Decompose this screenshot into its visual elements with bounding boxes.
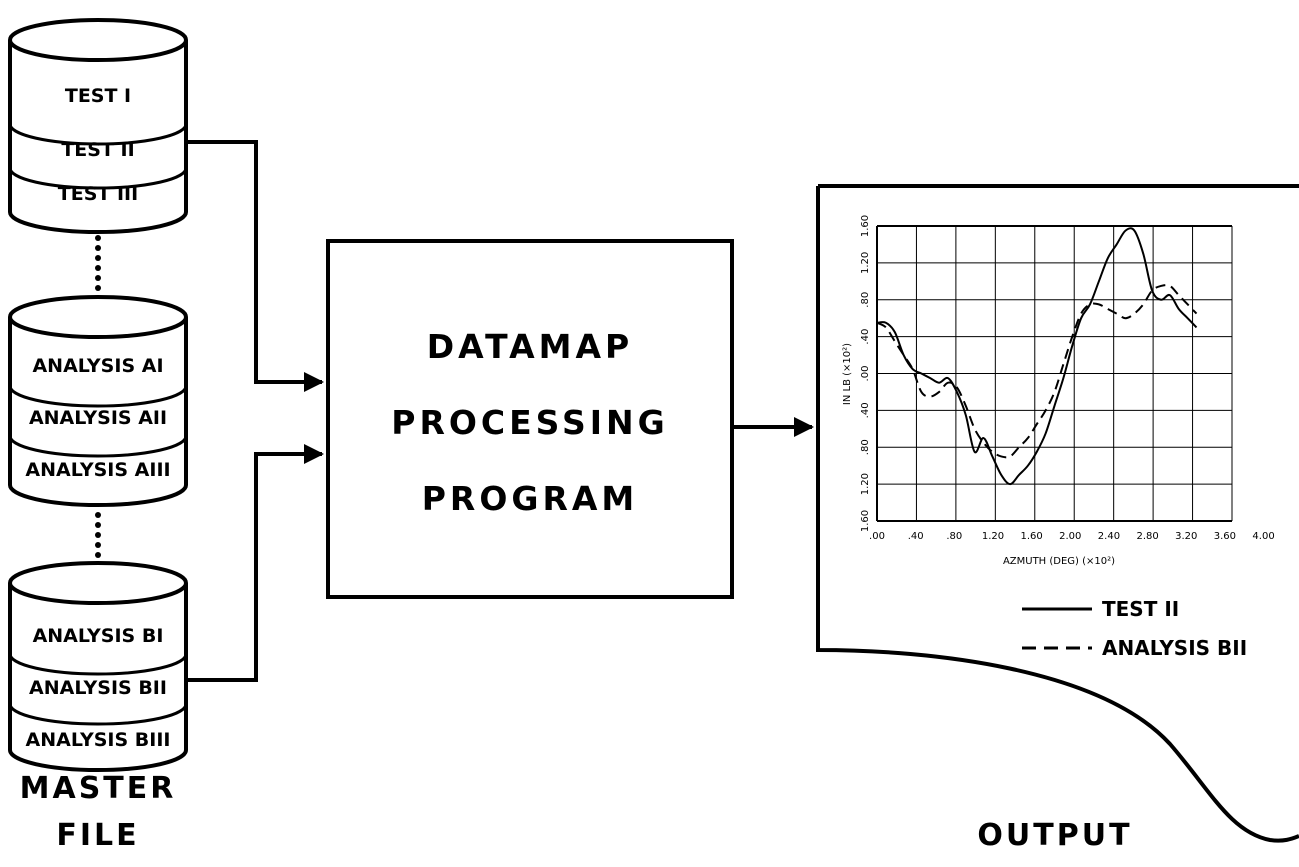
disk-stack-analysis-b: ANALYSIS BI ANALYSIS BII ANALYSIS BIII	[8, 561, 188, 772]
y-tick-label: 1.20	[860, 473, 871, 495]
y-tick-label: .40	[860, 402, 871, 418]
processor-label-line2: PROCESSING	[391, 403, 668, 442]
output-page-outline	[816, 184, 1299, 843]
chart-x-ticks: .00 .40 .80 1.20 1.60 2.00 2.40 2.80 3.20 3.60 4.0…	[869, 531, 1275, 542]
y-tick-label: .80	[860, 292, 871, 308]
disk-label-analysis-b1: ANALYSIS BI	[33, 625, 164, 647]
y-tick-label: 1.60	[860, 215, 871, 237]
x-tick-label: .40	[908, 531, 924, 542]
processing-program-box: DATAMAP PROCESSING PROGRAM	[326, 239, 734, 599]
y-tick-label: .00	[860, 366, 871, 382]
x-tick-label: 1.20	[982, 531, 1004, 542]
x-tick-label: 4.00	[1252, 531, 1274, 542]
chart-legend: TEST II ANALYSIS BII	[1022, 597, 1247, 660]
x-tick-label: 3.20	[1175, 531, 1197, 542]
legend-label-test-2: TEST II	[1102, 597, 1179, 621]
x-tick-label: 2.80	[1136, 531, 1158, 542]
master-file-caption-line1: MASTER	[20, 771, 177, 806]
disk-label-test-2: TEST II	[61, 139, 134, 161]
x-tick-label: 2.40	[1098, 531, 1120, 542]
disk-label-test-1: TEST I	[65, 85, 131, 107]
x-tick-label: .80	[946, 531, 962, 542]
y-tick-label: 1.60	[860, 510, 871, 532]
chart-y-ticks: 1.60 1.20 .80 .40 .00 .40 .80 1.20 1.60	[860, 215, 871, 532]
master-file-caption-line2: FILE	[56, 818, 139, 853]
y-tick-label: 1.20	[860, 252, 871, 274]
disk-label-analysis-a2: ANALYSIS AII	[29, 407, 167, 429]
output-caption: OUTPUT	[977, 818, 1132, 853]
y-tick-label: .40	[860, 329, 871, 345]
disk-stack-analysis-a: ANALYSIS AI ANALYSIS AII ANALYSIS AIII	[8, 295, 188, 507]
arrow-analysis-to-processor	[186, 444, 324, 682]
series-line-test-ii	[877, 227, 1198, 486]
legend-label-analysis-b2: ANALYSIS BII	[1102, 636, 1247, 660]
disk-label-analysis-b2: ANALYSIS BII	[29, 677, 167, 699]
chart-series	[877, 227, 1198, 486]
processor-label-line3: PROGRAM	[422, 479, 639, 518]
y-tick-label: .80	[860, 439, 871, 455]
disk-label-analysis-b3: ANALYSIS BIII	[26, 729, 171, 751]
disk-label-test-3: TEST III	[58, 183, 138, 205]
disk-stack-tests: TEST I TEST II TEST III	[8, 18, 188, 234]
disk-label-analysis-a3: ANALYSIS AIII	[25, 459, 170, 481]
chart-x-axis-label: AZMUTH (DEG) (×10²)	[1003, 556, 1115, 567]
chart-y-axis-label: IN LB (×10²)	[842, 343, 853, 405]
processor-label-line1: DATAMAP	[427, 327, 633, 366]
series-line-analysis-bii	[877, 284, 1198, 459]
x-tick-label: 1.60	[1020, 531, 1042, 542]
output-chart: .00 .40 .80 1.20 1.60 2.00 2.40 2.80 3.20 3.60 4.0…	[842, 215, 1275, 567]
chart-grid	[876, 225, 1233, 522]
x-tick-label: .00	[869, 531, 885, 542]
x-tick-label: 2.00	[1059, 531, 1081, 542]
disk-label-analysis-a1: ANALYSIS AI	[32, 355, 163, 377]
x-tick-label: 3.60	[1214, 531, 1236, 542]
arrow-test-to-processor	[186, 140, 324, 392]
